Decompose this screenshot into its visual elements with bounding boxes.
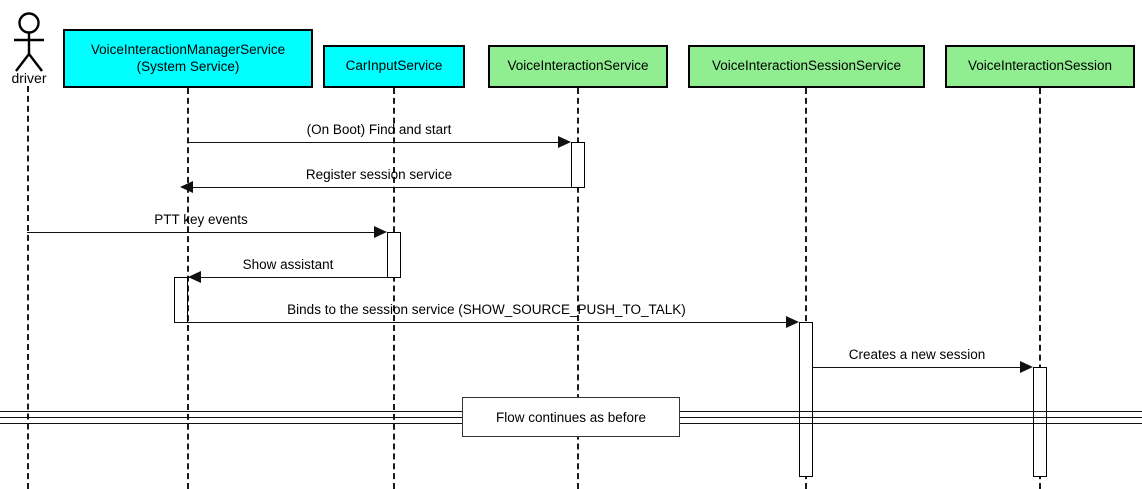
message-line-binds-to-the-session-service: [174, 322, 787, 323]
message-label-binds-to-the-session-service: Binds to the session service (SHOW_SOURC…: [287, 302, 686, 317]
message-label-register-session-service: Register session service: [305, 167, 453, 182]
participant-label-line1: VoiceInteractionService: [507, 58, 649, 74]
message-arrowhead-register-session-service: [180, 181, 193, 193]
message-line-register-session-service: [187, 187, 572, 188]
participant-label-line1: CarInputService: [345, 58, 443, 74]
lifeline-voiceinteractionsession: [1039, 88, 1041, 489]
activation-bar-carinputservice: [387, 232, 401, 278]
activation-bar-voiceinteractionsessionservice: [799, 322, 813, 477]
lifeline-voiceinteractionmanagerservice: [187, 88, 189, 489]
message-arrowhead-on-boot-find-and-start: [558, 136, 571, 148]
participant-box-voiceinteractionservice[interactable]: VoiceInteractionService: [488, 45, 668, 88]
divider-label-flow-continues-as-before: Flow continues as before: [462, 397, 680, 437]
participant-box-carinputservice[interactable]: CarInputService: [323, 45, 465, 88]
divider-label-text: Flow continues as before: [495, 409, 647, 425]
message-label-on-boot-find-and-start: (On Boot) Find and start: [306, 122, 452, 137]
activation-bar-voiceinteractionservice: [571, 142, 585, 188]
participant-box-voiceinteractionsession[interactable]: VoiceInteractionSession: [945, 45, 1135, 88]
message-label-creates-a-new-session: Creates a new session: [848, 347, 986, 362]
message-line-ptt-key-events: [27, 232, 375, 233]
message-line-show-assistant: [188, 277, 388, 278]
lifeline-carinputservice: [393, 88, 395, 489]
activation-bar-voiceinteractionsession: [1033, 367, 1047, 477]
message-arrowhead-ptt-key-events: [374, 226, 387, 238]
participant-box-voiceinteractionsessionservice[interactable]: VoiceInteractionSessionService: [688, 45, 925, 88]
message-label-ptt-key-events: PTT key events: [154, 212, 248, 227]
message-line-on-boot-find-and-start: [187, 142, 559, 143]
participant-label-line1: VoiceInteractionSession: [967, 58, 1113, 74]
actor-driver-icon: [8, 12, 50, 74]
participant-label-line1: VoiceInteractionManagerService: [90, 42, 286, 58]
lifeline-voiceinteractionsessionservice: [805, 88, 807, 489]
lifeline-driver: [27, 86, 29, 489]
message-line-creates-a-new-session: [813, 367, 1021, 368]
participant-label-line1: VoiceInteractionSessionService: [711, 58, 902, 74]
message-arrowhead-show-assistant: [188, 271, 201, 283]
message-arrowhead-creates-a-new-session: [1020, 361, 1033, 373]
message-arrowhead-binds-to-the-session-service: [786, 316, 799, 328]
lifeline-voiceinteractionservice: [577, 88, 579, 489]
message-label-show-assistant: Show assistant: [242, 257, 334, 272]
actor-driver-label: driver: [11, 70, 47, 86]
participant-label-line2: (System Service): [136, 58, 240, 74]
participant-box-voiceinteractionmanagerservice[interactable]: VoiceInteractionManagerService (System S…: [63, 29, 313, 88]
